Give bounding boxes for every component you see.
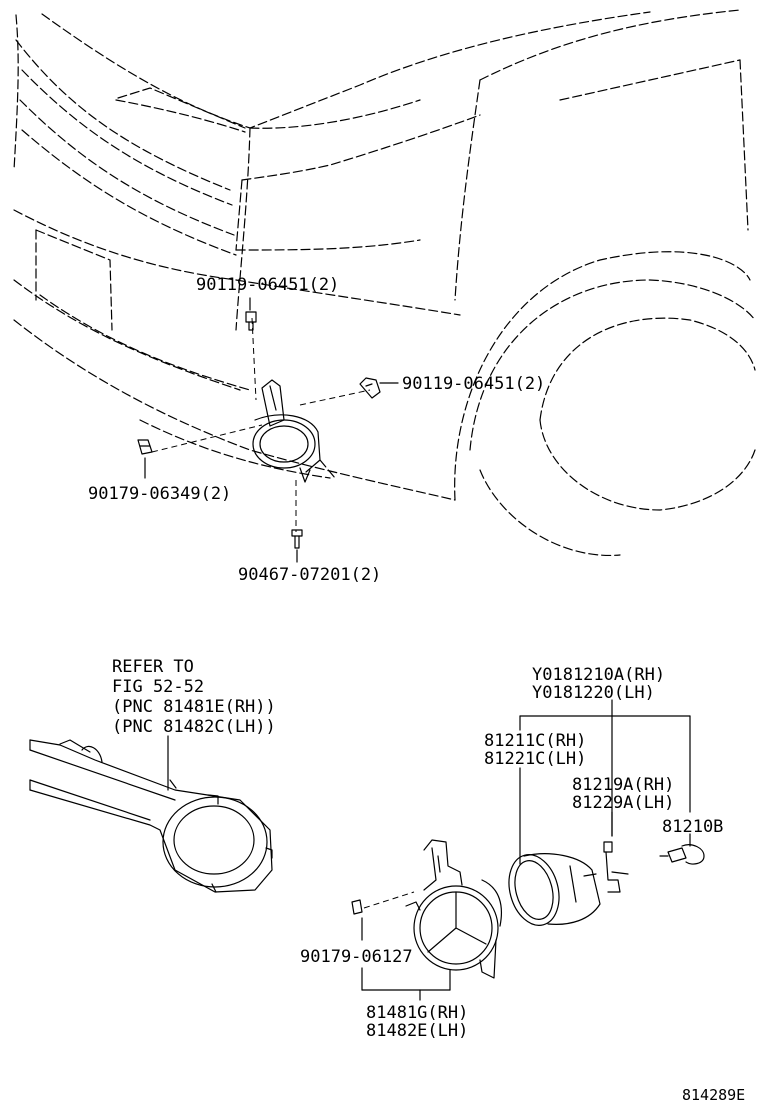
fog-lamp-unit <box>508 853 601 926</box>
bulb-icon <box>659 844 705 865</box>
label-socket-rh: 81219A(RH) <box>572 775 674 795</box>
bolt-right-icon <box>359 377 381 399</box>
label-bracket-rh: 81481G(RH) <box>366 1003 468 1023</box>
label-unit-lh: 81221C(LH) <box>484 749 586 769</box>
fog-lamp-cover <box>29 739 273 893</box>
vehicle-outline <box>13 9 756 556</box>
bolt-top-icon <box>245 311 257 331</box>
label-bulb: 81210B <box>662 817 723 837</box>
refer-note-line3: (PNC 81481E(RH)) <box>112 697 276 717</box>
label-assembly-lh: Y0181220(LH) <box>532 683 655 703</box>
socket-icon <box>603 841 629 893</box>
label-bolt-top: 90119-06451(2) <box>196 275 339 295</box>
callout-leaders <box>144 297 691 1001</box>
refer-note-line1: REFER TO <box>112 657 194 677</box>
refer-note-line4: (PNC 81482C(LH)) <box>112 717 276 737</box>
label-bolt-right: 90119-06451(2) <box>402 374 545 394</box>
fog-lamp-bracket <box>363 839 503 979</box>
label-assembly-rh: Y0181210A(RH) <box>532 665 665 685</box>
clip-left-icon <box>137 439 153 455</box>
label-bracket-lh: 81482E(LH) <box>366 1021 468 1041</box>
installed-fog-lamp <box>151 317 371 532</box>
label-unit-rh: 81211C(RH) <box>484 731 586 751</box>
screw-bottom-icon <box>291 529 303 549</box>
refer-note-line2: FIG 52-52 <box>112 677 204 697</box>
label-clip-bottom: 90179-06127 <box>300 947 413 967</box>
figure-id: 814289E <box>682 1086 745 1104</box>
clip-bottom-icon <box>351 899 363 915</box>
label-socket-lh: 81229A(LH) <box>572 793 674 813</box>
label-clip-left: 90179-06349(2) <box>88 484 231 504</box>
label-screw-bottom: 90467-07201(2) <box>238 565 381 585</box>
